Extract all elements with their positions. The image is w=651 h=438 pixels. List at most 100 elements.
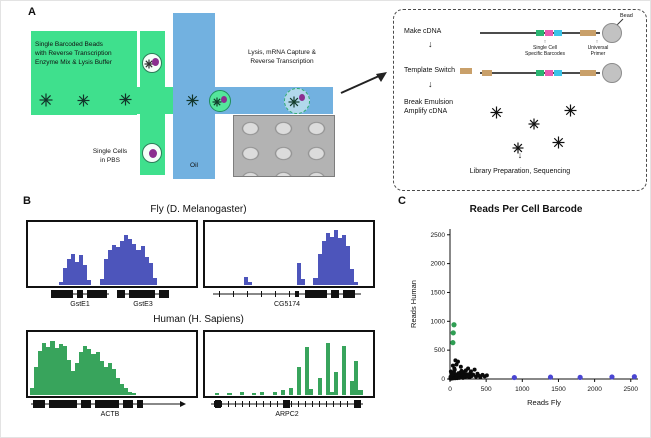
coverage-bar bbox=[227, 392, 232, 395]
panel-c-label: C bbox=[398, 195, 406, 207]
coverage-bar bbox=[91, 353, 96, 395]
coverage-bar bbox=[99, 360, 104, 395]
coverage-bar bbox=[66, 259, 71, 285]
coverage-bar bbox=[83, 345, 88, 395]
coverage-bar bbox=[111, 368, 116, 395]
svg-text:2500: 2500 bbox=[624, 386, 639, 393]
gene-label-CG5174: CG5174 bbox=[273, 301, 301, 308]
coverage-bar bbox=[30, 388, 35, 395]
coverage-bar bbox=[95, 351, 100, 395]
gene-model-CG5174 bbox=[213, 290, 361, 298]
gene-label-ACTB: ACTB bbox=[100, 411, 120, 418]
coverage-bar bbox=[115, 377, 121, 395]
coverage-bar bbox=[148, 263, 153, 285]
coverage-bar bbox=[79, 351, 84, 395]
svg-text:Reads Fly: Reads Fly bbox=[527, 398, 561, 407]
up-arrow-icon: ↑ bbox=[543, 39, 547, 45]
coverage-bar bbox=[346, 246, 351, 285]
up-arrow-icon: ↑ bbox=[595, 39, 599, 45]
coverage-bar bbox=[136, 249, 141, 285]
coverage-bar bbox=[144, 256, 149, 285]
fly-track-box-1 bbox=[26, 220, 198, 288]
step-template-switch: Template Switch bbox=[404, 67, 455, 74]
fly-track-box-2 bbox=[203, 220, 375, 288]
coverage-bar bbox=[325, 232, 330, 285]
coverage-bar bbox=[54, 348, 59, 395]
svg-text:2500: 2500 bbox=[431, 232, 446, 239]
coverage-bar bbox=[50, 340, 55, 395]
coverage-bar bbox=[350, 380, 355, 395]
panel-a-label: A bbox=[28, 6, 36, 18]
coverage-bar bbox=[342, 345, 347, 395]
coverage-bar bbox=[338, 238, 343, 285]
human-track-box-1 bbox=[26, 330, 198, 398]
down-arrow-icon: ↓ bbox=[428, 79, 433, 89]
coverage-bar bbox=[288, 388, 293, 395]
coverage-bar bbox=[70, 253, 76, 285]
cell-blob bbox=[299, 94, 305, 101]
coverage-bar bbox=[58, 343, 63, 395]
down-arrow-icon: ↓ bbox=[517, 150, 523, 160]
bead-in-droplet bbox=[142, 53, 162, 73]
svg-text:Reads Human: Reads Human bbox=[409, 280, 418, 328]
down-arrow-icon: ↓ bbox=[428, 39, 433, 49]
panel-b-label: B bbox=[23, 195, 31, 207]
amplified-cdna-asterisk-icon bbox=[528, 118, 540, 130]
coverage-bar bbox=[128, 391, 133, 395]
coverage-bar bbox=[321, 240, 326, 285]
step-make-cdna: Make cDNA bbox=[404, 28, 442, 35]
template-switch-oligo bbox=[460, 68, 472, 74]
fly-coverage-1 bbox=[30, 228, 194, 285]
bead-asterisk-icon bbox=[39, 93, 53, 107]
coverage-bar bbox=[66, 359, 71, 395]
coverage-bar bbox=[75, 262, 80, 285]
cdna-construct bbox=[480, 23, 622, 43]
coverage-bar bbox=[305, 346, 310, 395]
primer-label: Universal Primer bbox=[587, 45, 609, 58]
coverage-bar bbox=[239, 392, 244, 395]
template-switch-construct bbox=[480, 63, 622, 83]
lysis-label: Lysis, mRNA Capture & Reverse Transcript… bbox=[247, 49, 317, 65]
coverage-bar bbox=[70, 371, 76, 395]
coverage-bar bbox=[247, 282, 253, 285]
coverage-bar bbox=[297, 263, 302, 285]
scatter-title: Reads Per Cell Barcode bbox=[469, 204, 583, 215]
coverage-bar bbox=[272, 392, 277, 395]
coverage-bar bbox=[62, 267, 67, 285]
coverage-bar bbox=[87, 280, 92, 285]
coverage-bar bbox=[342, 234, 347, 285]
forming-droplet bbox=[209, 90, 231, 112]
coverage-bar bbox=[103, 366, 108, 395]
coverage-bar bbox=[252, 392, 257, 395]
bead-asterisk-icon bbox=[212, 97, 222, 107]
coverage-bar bbox=[132, 243, 137, 285]
coverage-bar bbox=[215, 393, 220, 395]
coverage-bar bbox=[333, 230, 338, 285]
bead-callout-label: Bead bbox=[620, 13, 633, 19]
droplet-micrograph bbox=[233, 115, 335, 177]
coverage-bar bbox=[358, 390, 363, 395]
svg-text:1000: 1000 bbox=[431, 318, 446, 325]
coverage-bar bbox=[140, 246, 145, 285]
amplified-cdna-asterisk-icon bbox=[512, 142, 524, 154]
coverage-bar bbox=[354, 281, 359, 285]
gene-label-GstE3: GstE3 bbox=[133, 301, 153, 308]
coverage-bar bbox=[111, 245, 116, 285]
svg-text:1000: 1000 bbox=[515, 386, 530, 393]
gene-model-ACTB bbox=[31, 400, 186, 408]
coverage-bar bbox=[62, 345, 67, 395]
coverage-bar bbox=[309, 389, 314, 395]
gene-label-GstE1: GstE1 bbox=[70, 301, 90, 308]
coverage-bar bbox=[128, 239, 133, 285]
human-title: Human (H. Sapiens) bbox=[153, 314, 244, 325]
svg-text:1500: 1500 bbox=[551, 386, 566, 393]
emulsion-droplet bbox=[284, 88, 310, 114]
coverage-bar bbox=[152, 278, 157, 285]
coverage-bar bbox=[260, 391, 265, 395]
coverage-bar bbox=[317, 253, 322, 285]
coverage-bar bbox=[124, 234, 129, 285]
arrow-to-workflow-icon bbox=[340, 72, 387, 94]
cell-blob bbox=[152, 58, 159, 66]
